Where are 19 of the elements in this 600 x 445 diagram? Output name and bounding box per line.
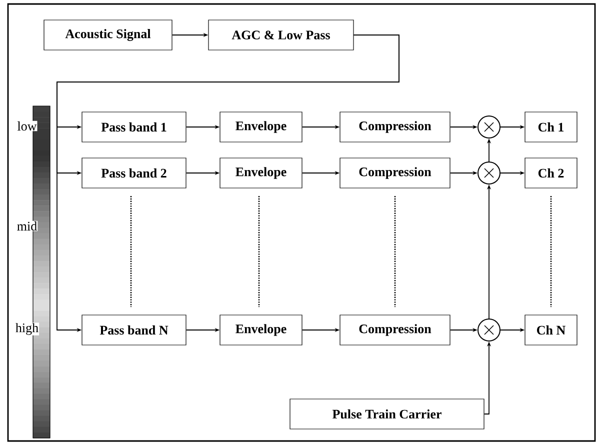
process-box: Ch 1 <box>524 112 578 142</box>
process-box: Pulse Train Carrier <box>290 398 484 430</box>
process-box: Ch N <box>524 314 578 346</box>
process-box: Envelope <box>220 158 302 188</box>
process-box: Pass band 2 <box>82 158 186 188</box>
multiplier-circle <box>478 116 500 138</box>
process-box: Pass band N <box>82 314 186 346</box>
process-box: Ch 2 <box>524 158 578 188</box>
process-box: Acoustic Signal <box>44 20 172 50</box>
multiplier-circle <box>478 318 500 342</box>
multiplier-circle <box>478 162 500 184</box>
process-box: Pass band 1 <box>82 112 186 142</box>
process-box: Compression <box>340 158 450 188</box>
process-box: Compression <box>340 112 450 142</box>
process-box: Envelope <box>220 112 302 142</box>
process-box: Compression <box>340 314 450 346</box>
scale-label: high <box>14 322 40 336</box>
process-box: AGC & Low Pass <box>208 20 354 50</box>
process-box: Envelope <box>220 314 302 346</box>
